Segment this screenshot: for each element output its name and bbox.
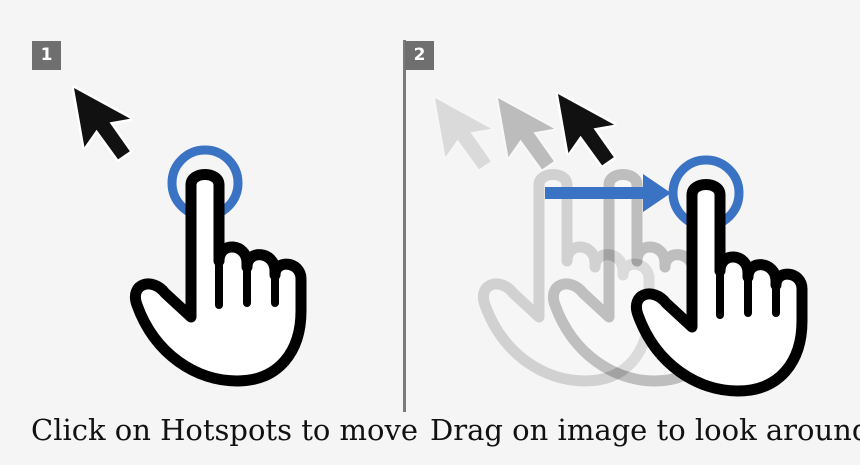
mouse-pointer-icon [74,79,137,164]
panel-divider [403,40,406,412]
panel-1-illustration [0,0,403,410]
caption-click-hotspots: Click on Hotspots to move [31,413,419,447]
panel-click-hotspots: 1 Click on Hotspots to move [0,0,418,465]
mouse-pointer-trail-icon [496,87,563,177]
panel-2-illustration [433,0,860,410]
mouse-pointer-trail-icon [433,87,500,177]
step-badge-1: 1 [32,41,61,70]
mouse-pointer-icon [558,85,621,170]
right-arrow-icon [545,174,671,212]
caption-drag-look-around: Drag on image to look around [430,413,860,447]
pointing-hand-icon [135,175,301,382]
step-badge-2: 2 [405,41,434,70]
pointing-hand-icon [636,185,802,392]
panel-drag-look-around: 2 [403,0,860,465]
